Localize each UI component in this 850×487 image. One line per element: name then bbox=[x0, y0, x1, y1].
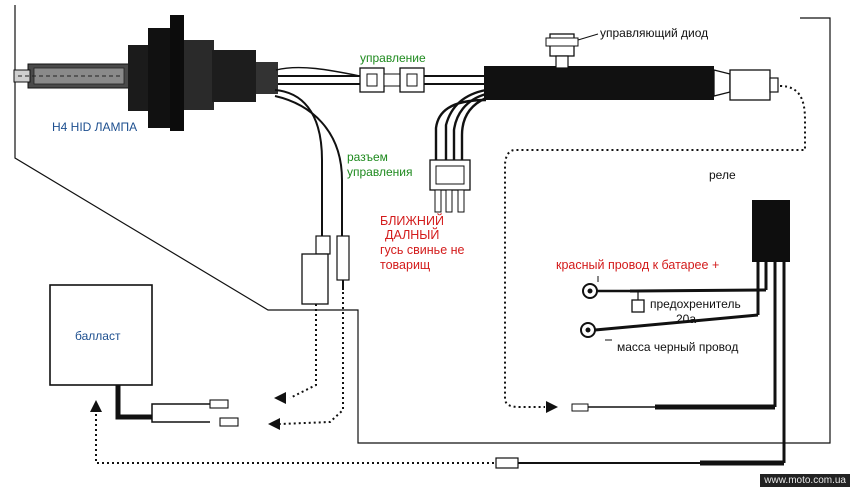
fuse-20a bbox=[631, 291, 645, 313]
h4-connector bbox=[429, 159, 471, 213]
control-label: управление bbox=[360, 51, 426, 65]
fuse-label-1: предохренитель bbox=[650, 297, 741, 311]
ballast-dotted-return bbox=[95, 414, 494, 464]
control-connector-label-2: управления bbox=[347, 165, 413, 179]
bottom-ballast-wire bbox=[495, 400, 786, 469]
inline-control-connector bbox=[359, 67, 425, 93]
arrow-c bbox=[546, 401, 558, 413]
harness-frame bbox=[14, 5, 831, 444]
h4-branch-wires bbox=[434, 88, 487, 160]
lamp-control-plugs bbox=[301, 235, 350, 305]
arrow-d bbox=[90, 400, 102, 412]
battery-wire-label: красный провод к батарее + bbox=[556, 258, 720, 272]
lamp-to-ballast-dotted bbox=[279, 292, 344, 425]
arrow-a bbox=[274, 392, 286, 404]
control-diode-label: управляющий диод bbox=[600, 26, 709, 40]
relay-dotted-feed bbox=[504, 85, 806, 408]
harness-sleeve bbox=[484, 66, 714, 100]
fuse-label-2: 20а bbox=[676, 312, 697, 326]
connector-to-sleeve-wires bbox=[424, 75, 486, 85]
control-diode bbox=[545, 33, 599, 69]
ballast-box bbox=[49, 284, 153, 386]
battery-wire bbox=[582, 276, 767, 299]
lamp-label: H4 HID ЛАМПА bbox=[52, 120, 138, 134]
arrow-b bbox=[268, 418, 280, 430]
high-beam-label: ДАЛНЫЙ bbox=[385, 228, 440, 242]
ground-wire-label: масса черный провод bbox=[617, 340, 739, 354]
hid-lamp bbox=[13, 15, 278, 131]
ballast-output-wires bbox=[115, 385, 239, 427]
relay-plug bbox=[713, 69, 779, 101]
low-beam-label: БЛИЖНИЙ bbox=[380, 214, 444, 228]
watermark: www.moto.com.ua bbox=[760, 474, 850, 487]
ground-wire bbox=[580, 313, 759, 341]
control-connector-label-1: разъем bbox=[347, 150, 388, 164]
note-label-1: гусь свинье не bbox=[380, 243, 465, 257]
relay-to-ballast-wire bbox=[571, 365, 777, 412]
relay-label: реле bbox=[709, 168, 736, 182]
relay-block bbox=[752, 200, 790, 400]
lamp-cables bbox=[274, 66, 361, 240]
ballast-label: балласт bbox=[75, 329, 121, 343]
note-label-2: товарищ bbox=[380, 258, 431, 272]
